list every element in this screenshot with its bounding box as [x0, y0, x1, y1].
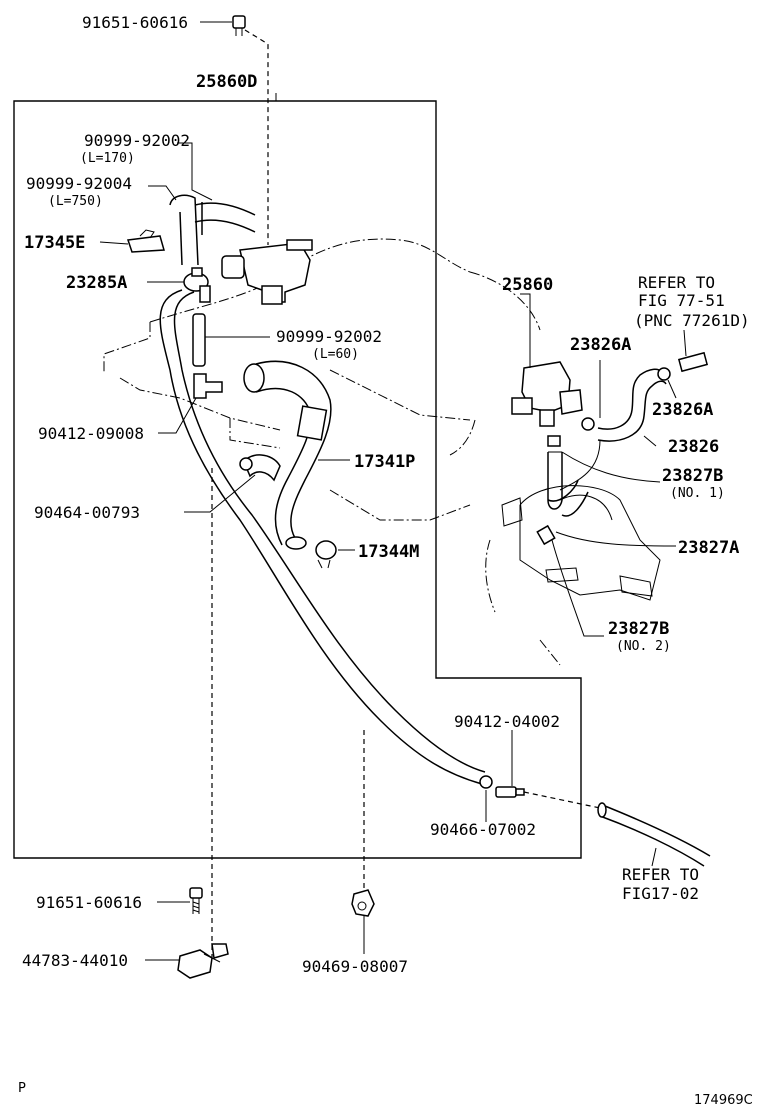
label-90412-04002: 90412-04002 [454, 712, 560, 731]
clamp-23826A-right [657, 367, 671, 381]
label-90999-92004: 90999-92004 [26, 174, 132, 193]
corner-letter: P [18, 1081, 26, 1096]
label-23827B-1-no: (NO. 1) [670, 486, 725, 501]
bolt-91651-bottom [189, 887, 203, 914]
hose-90999-92002-short [194, 202, 256, 235]
label-90466-07002: 90466-07002 [430, 820, 536, 839]
label-17344M: 17344M [358, 542, 419, 562]
label-23827A: 23827A [678, 538, 739, 558]
assembly-boundary [13, 100, 582, 859]
hose-refer-17-02 [597, 802, 711, 867]
clamp-90464-00793 [239, 454, 281, 482]
label-23826A-1: 23826A [570, 335, 631, 355]
clamp-90466-07002 [479, 775, 493, 789]
connector-23285A [183, 267, 211, 303]
throttle-body [501, 439, 661, 601]
hose-23826 [597, 368, 667, 442]
label-refer-77-line1: REFER TO [638, 273, 715, 292]
label-23826A-2: 23826A [652, 400, 713, 420]
label-90999-92004-length: (L=750) [48, 194, 103, 209]
label-90999-92002-a: 90999-92002 [84, 131, 190, 150]
label-90464-00793: 90464-00793 [34, 503, 140, 522]
label-90999-92002-b-length: (L=60) [312, 347, 359, 362]
label-23827B-1: 23827B [662, 466, 723, 486]
label-refer-17-line1: REFER TO [622, 865, 699, 884]
label-17345E: 17345E [24, 233, 85, 253]
hose-23827B-no1 [547, 435, 563, 510]
clip-17344M [315, 540, 337, 569]
label-91651-60616-top: 91651-60616 [82, 13, 188, 32]
connector-90412-09008 [193, 373, 223, 399]
label-90412-09008: 90412-09008 [38, 424, 144, 443]
label-refer-17-line2: FIG17-02 [622, 884, 699, 903]
connector-90412-04002 [495, 786, 525, 798]
label-90999-92002-a-length: (L=170) [80, 151, 135, 166]
label-refer-77-line3: (PNC 77261D) [634, 311, 750, 330]
hose-23827A [536, 479, 589, 546]
clip-17345E [126, 229, 165, 253]
label-44783-44010: 44783-44010 [22, 951, 128, 970]
label-90999-92002-b: 90999-92002 [276, 327, 382, 346]
engine-outline [103, 238, 561, 666]
label-17341P: 17341P [354, 452, 415, 472]
figure-code: 174969C [694, 1093, 753, 1108]
bracket-44783-44010 [177, 943, 229, 979]
label-refer-77-line2: FIG 77-51 [638, 291, 725, 310]
label-90469-08007: 90469-08007 [302, 957, 408, 976]
label-23826: 23826 [668, 437, 719, 457]
bolt-91651-top [232, 15, 246, 36]
clamp-23826A-left [581, 417, 595, 431]
vsv-valve-upper [221, 239, 313, 305]
label-25860D: 25860D [196, 72, 257, 92]
pipe-refer-77-51 [677, 351, 709, 373]
vsv-25860 [511, 361, 583, 427]
label-91651-60616-bottom: 91651-60616 [36, 893, 142, 912]
label-23827B-2-no: (NO. 2) [616, 639, 671, 654]
label-23285A: 23285A [66, 273, 127, 293]
clamp-90469-08007 [351, 889, 375, 917]
hose-17341P [243, 360, 332, 550]
hose-90999-92002-mini [192, 313, 206, 367]
hose-90999-92004-long [159, 194, 486, 785]
label-23827B-2: 23827B [608, 619, 669, 639]
label-25860: 25860 [502, 275, 553, 295]
